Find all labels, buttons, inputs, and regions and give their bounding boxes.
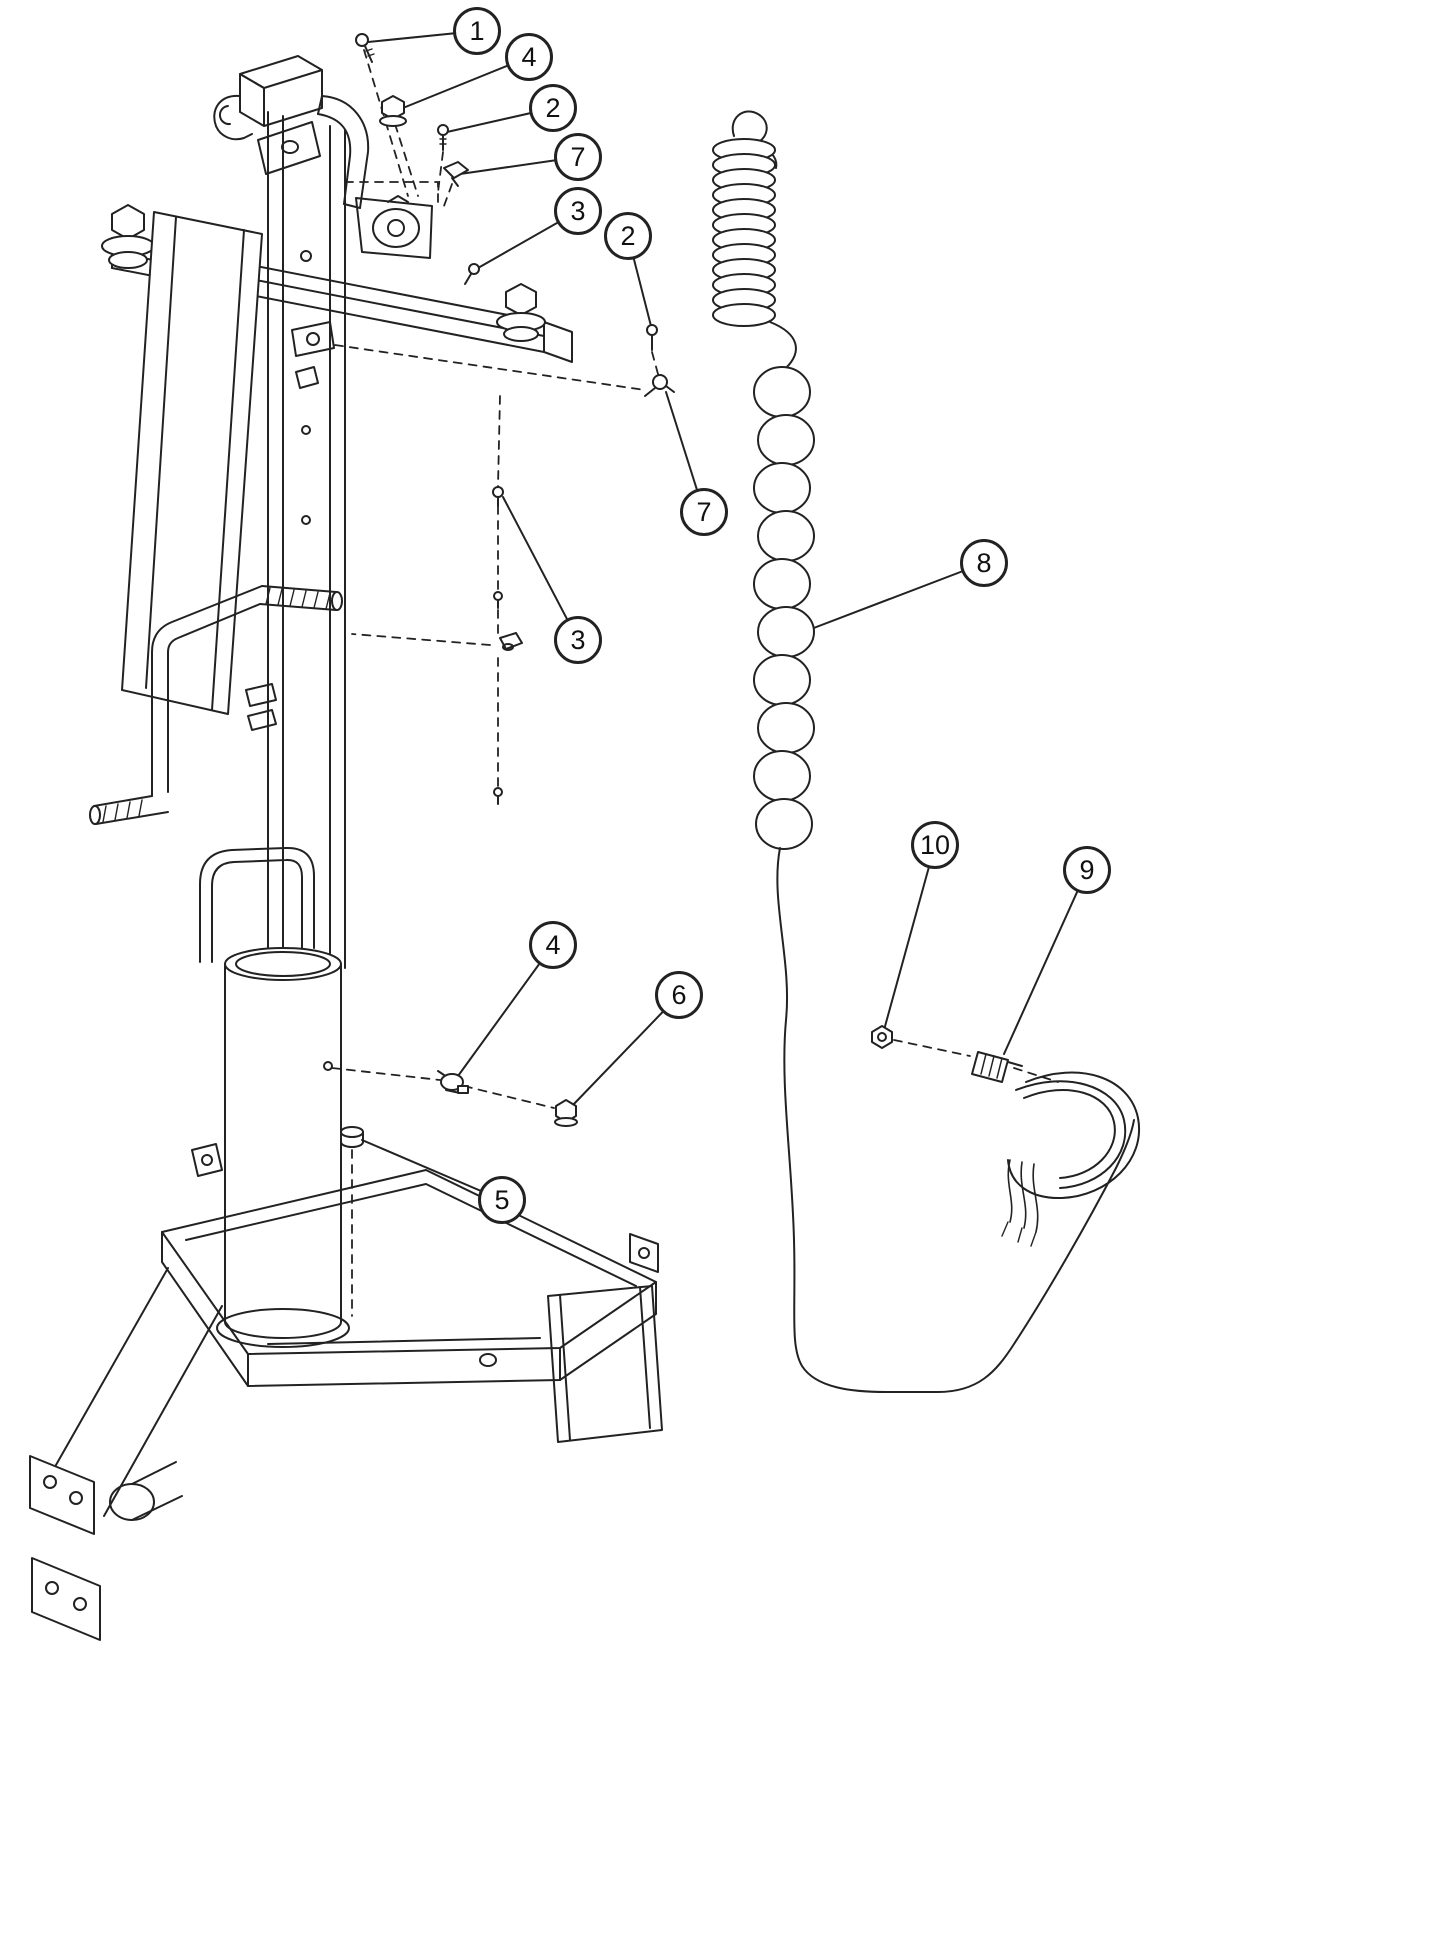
bolt-1 xyxy=(355,33,375,63)
large-coil xyxy=(753,366,815,850)
top-pivot-assembly xyxy=(213,55,433,259)
hex-nut-10 xyxy=(871,1025,893,1049)
wiring-harness xyxy=(971,1051,1141,1247)
clamp-4b xyxy=(437,1070,469,1094)
right-roller-nut xyxy=(496,283,546,342)
fitting-7b xyxy=(644,374,675,397)
crank-handle xyxy=(89,585,343,825)
flange-nut-4a xyxy=(379,95,407,127)
tight-coil xyxy=(712,138,776,327)
cap-nut-5 xyxy=(340,1126,364,1148)
clip-3 xyxy=(499,632,523,651)
right-box-beam xyxy=(547,1285,663,1443)
mount-plate-lower xyxy=(31,1557,101,1641)
base-frame xyxy=(29,1143,663,1641)
connector-plug-9 xyxy=(971,1051,1023,1083)
screw-3d xyxy=(493,787,503,805)
screw-2a xyxy=(437,124,449,151)
coiled-cable xyxy=(712,110,1135,1393)
fitting-7a xyxy=(443,161,469,187)
blade-plate xyxy=(121,211,263,715)
assembly-dashed-lines xyxy=(331,49,1059,1317)
left-roller-nut xyxy=(101,204,155,269)
screw-2b xyxy=(646,324,658,351)
mount-plate-upper xyxy=(29,1455,95,1535)
screw-3c xyxy=(493,591,503,609)
nut-6 xyxy=(554,1099,578,1127)
cable-tail xyxy=(776,847,1135,1393)
screw-3a xyxy=(464,263,480,285)
screw-3b xyxy=(492,486,504,507)
lift-tube xyxy=(216,947,350,1348)
mast xyxy=(245,111,346,969)
u-handle xyxy=(199,846,315,963)
hardware-parts xyxy=(340,33,893,1148)
